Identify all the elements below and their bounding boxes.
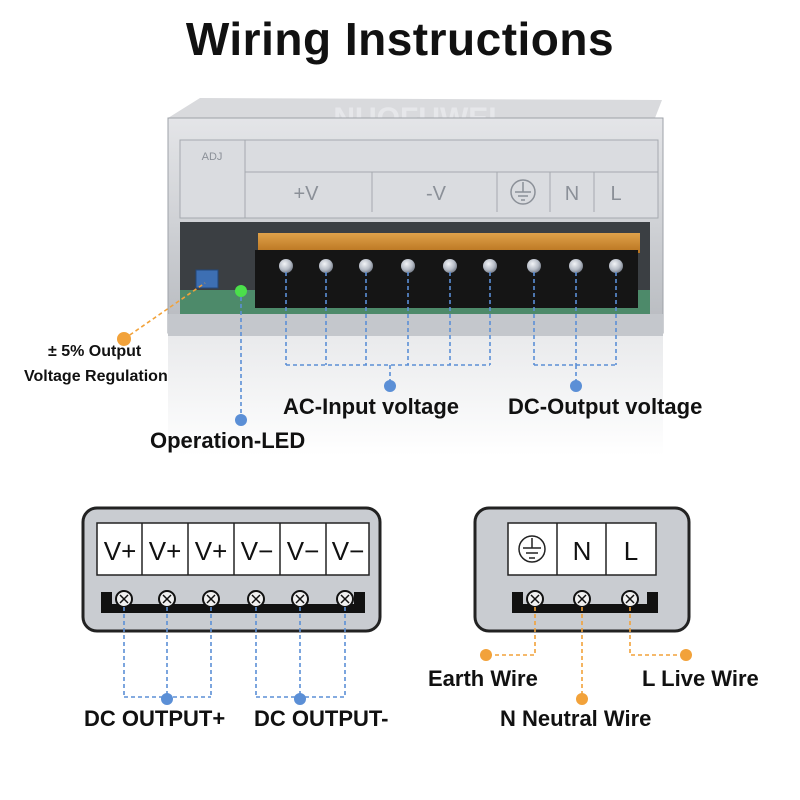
dc-output-minus-label: DC OUTPUT-	[254, 706, 389, 731]
ground-icon	[518, 535, 546, 563]
top-label-n: N	[565, 183, 579, 205]
ac-terminal-base	[512, 592, 658, 613]
dc-output-marker	[570, 380, 582, 392]
earth-marker	[480, 649, 492, 661]
psu-label-strip	[179, 139, 659, 219]
ac-input-label: AC-Input voltage	[283, 394, 459, 419]
terminal-block	[255, 250, 638, 308]
regulation-marker	[117, 332, 131, 346]
neutral-wire-label: N Neutral Wire	[500, 706, 652, 731]
led-marker	[235, 414, 247, 426]
top-leader-lines	[240, 272, 617, 414]
dc-terminal-label-1: V+	[104, 536, 137, 566]
top-label-minus-v: -V	[426, 183, 447, 205]
operation-led-label: Operation-LED	[150, 428, 306, 453]
neutral-marker	[576, 693, 588, 705]
ac-label-strip	[507, 522, 657, 576]
ac-terminal-panel: N L	[473, 506, 692, 705]
top-terminal-screws	[279, 259, 623, 273]
psu-reflection	[168, 336, 663, 456]
psu-base-rim	[168, 314, 663, 336]
dc-minus-marker	[294, 693, 306, 705]
dc-terminal-label-2: V+	[149, 536, 182, 566]
regulation-label-line2: Voltage Regulation	[24, 368, 168, 385]
terminal-bracket	[258, 233, 640, 253]
dc-terminal-screws	[115, 590, 354, 608]
dc-terminal-label-4: V−	[241, 536, 274, 566]
operation-led	[235, 285, 247, 297]
power-supply-illustration: NUOFUWEI ADJ +V -V N L	[117, 98, 664, 456]
regulation-label-line1: ± 5% Output	[48, 343, 142, 360]
ac-terminal-label-n: N	[573, 536, 592, 566]
dc-terminal-label-3: V+	[195, 536, 228, 566]
top-label-l: L	[610, 183, 621, 205]
dc-terminal-label-5: V−	[287, 536, 320, 566]
live-wire-label: L Live Wire	[642, 666, 759, 691]
psu-lid	[168, 98, 662, 118]
top-ground-icon	[510, 179, 536, 205]
dc-output-label: DC-Output voltage	[508, 394, 703, 419]
dc-output-plus-label: DC OUTPUT+	[84, 706, 226, 731]
ac-leader-lines	[488, 607, 686, 697]
regulation-leader	[123, 282, 206, 340]
dc-plus-marker	[161, 693, 173, 705]
dc-terminal-label-6: V−	[332, 536, 365, 566]
dc-label-strip	[96, 522, 370, 576]
live-marker	[680, 649, 692, 661]
dc-terminal-panel: V+ V+ V+ V− V− V−	[81, 506, 382, 705]
adj-potentiometer	[195, 269, 219, 289]
earth-wire-label: Earth Wire	[428, 666, 538, 691]
ac-input-marker	[384, 380, 396, 392]
ac-terminal-label-l: L	[624, 536, 638, 566]
adj-label: ADJ	[202, 151, 223, 163]
top-label-plus-v: +V	[293, 183, 319, 205]
page-title: Wiring Instructions	[185, 13, 615, 65]
